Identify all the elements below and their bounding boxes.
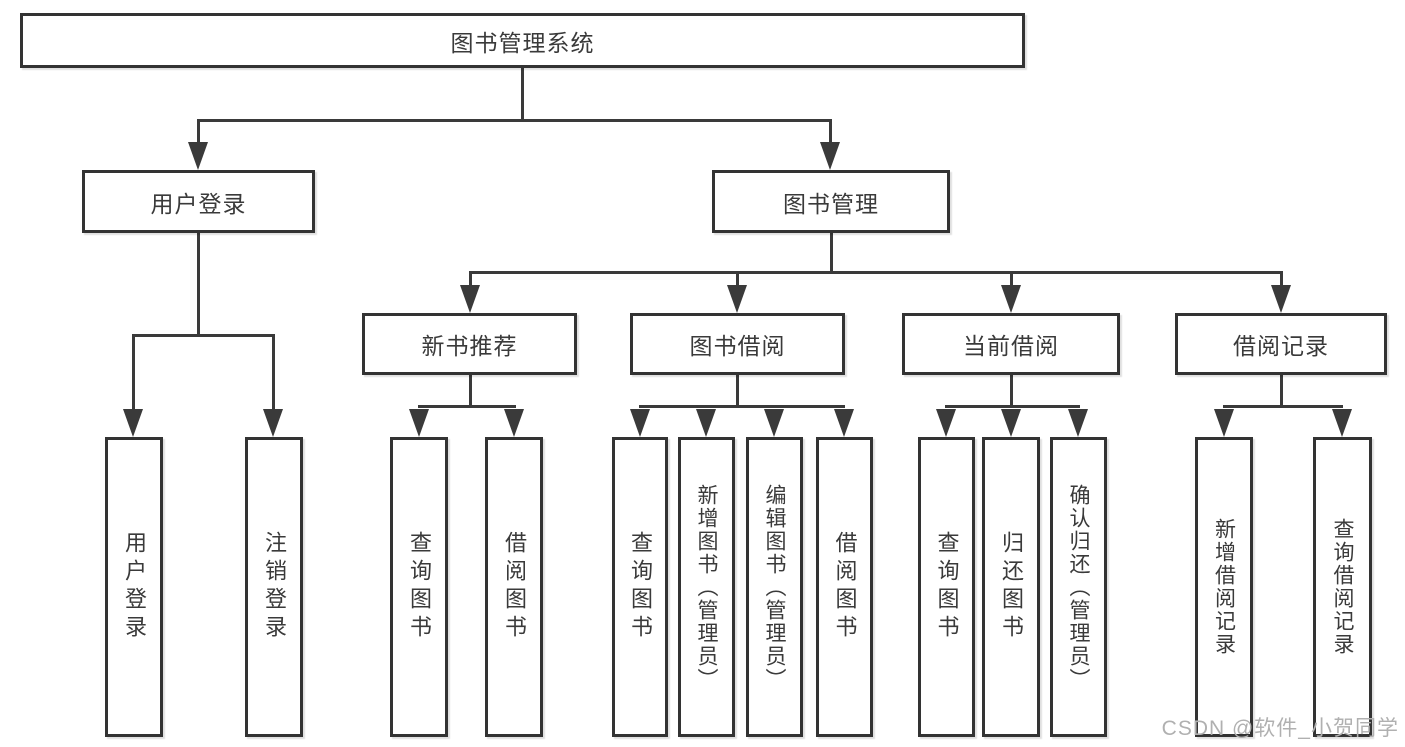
leaf-confirm-return-admin: 确认归还（管理员）	[1050, 437, 1107, 737]
connector-line	[945, 405, 1080, 408]
leaf-query-borrow-record: 查询借阅记录	[1313, 437, 1372, 737]
arrowhead-icon	[504, 409, 524, 437]
leaf-user-login: 用户登录	[105, 437, 163, 737]
leaf-edit-books-admin: 编辑图书（管理员）	[746, 437, 803, 737]
arrowhead-icon	[1068, 409, 1088, 437]
connector-line	[830, 233, 833, 274]
node-current-borrow: 当前借阅	[902, 313, 1120, 375]
leaf-return-books: 归还图书	[982, 437, 1040, 737]
leaf-borrow-books: 借阅图书	[816, 437, 873, 737]
connector-line	[1010, 271, 1013, 291]
leaf-logout-login: 注销登录	[245, 437, 303, 737]
arrowhead-icon	[696, 409, 716, 437]
node-borrow-records: 借阅记录	[1175, 313, 1387, 375]
connector-line	[1223, 405, 1343, 408]
connector-line	[469, 375, 472, 408]
connector-line	[829, 119, 832, 149]
connector-line	[1280, 271, 1283, 291]
connector-line	[197, 119, 200, 149]
leaf-query-books-borrow: 查询图书	[612, 437, 668, 737]
leaf-query-books-recommend: 查询图书	[390, 437, 448, 737]
arrowhead-icon	[764, 409, 784, 437]
connector-line	[639, 405, 845, 408]
leaf-query-books-current: 查询图书	[918, 437, 975, 737]
leaf-borrow-books-recommend: 借阅图书	[485, 437, 543, 737]
connector-line	[1280, 375, 1283, 408]
connector-line	[1010, 375, 1013, 408]
connector-line	[272, 334, 275, 412]
leaf-add-borrow-record: 新增借阅记录	[1195, 437, 1253, 737]
node-book-management: 图书管理	[712, 170, 950, 233]
arrowhead-icon	[1214, 409, 1234, 437]
arrowhead-icon	[936, 409, 956, 437]
connector-line	[469, 271, 1283, 274]
node-new-book-recommend: 新书推荐	[362, 313, 577, 375]
arrowhead-icon	[1001, 409, 1021, 437]
node-book-borrow: 图书借阅	[630, 313, 845, 375]
arrowhead-icon	[1271, 285, 1291, 313]
arrowhead-icon	[123, 409, 143, 437]
connector-line	[736, 375, 739, 408]
arrowhead-icon	[460, 285, 480, 313]
connector-line	[521, 68, 524, 120]
connector-line	[132, 334, 135, 412]
connector-line	[132, 334, 274, 337]
arrowhead-icon	[630, 409, 650, 437]
connector-line	[197, 233, 200, 336]
arrowhead-icon	[1332, 409, 1352, 437]
arrowhead-icon	[820, 142, 840, 170]
arrowhead-icon	[834, 409, 854, 437]
watermark-text: CSDN @软件_小贺同学	[1161, 717, 1399, 740]
arrowhead-icon	[188, 142, 208, 170]
node-root: 图书管理系统	[20, 13, 1025, 68]
connector-line	[418, 405, 516, 408]
connector-line	[736, 271, 739, 291]
node-user-login: 用户登录	[82, 170, 315, 233]
leaf-add-books-admin: 新增图书（管理员）	[678, 437, 735, 737]
connector-line	[469, 271, 472, 291]
connector-line	[197, 119, 832, 122]
arrowhead-icon	[263, 409, 283, 437]
arrowhead-icon	[409, 409, 429, 437]
arrowhead-icon	[727, 285, 747, 313]
arrowhead-icon	[1001, 285, 1021, 313]
